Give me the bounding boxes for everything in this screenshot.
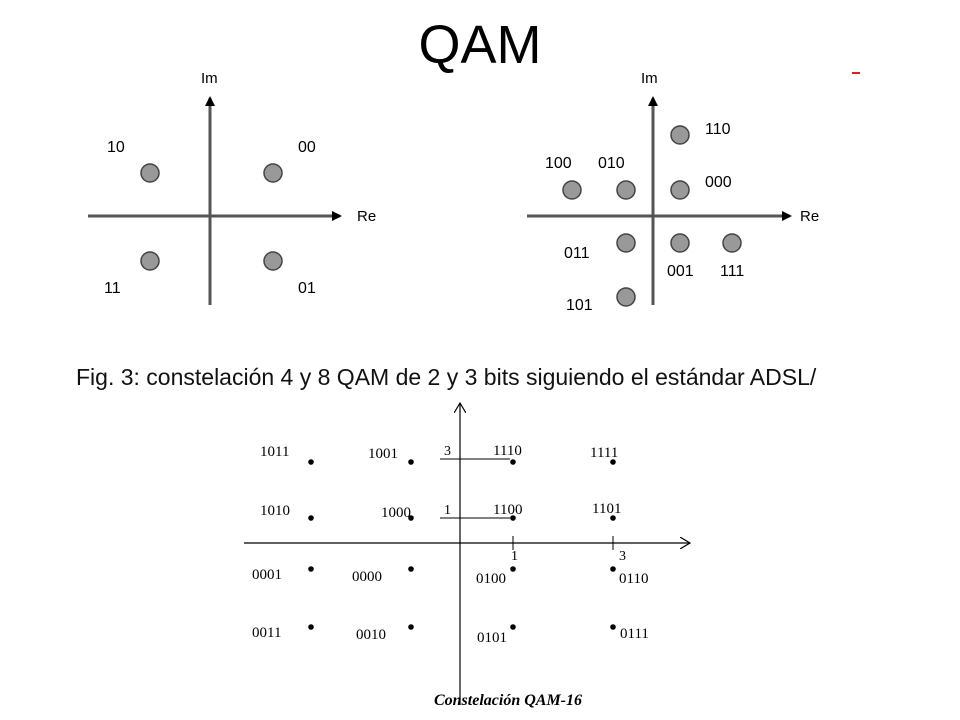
qam16-point-label: 0101 [477, 630, 507, 646]
qam16-point-label: 0000 [352, 569, 382, 585]
qam16-point [610, 624, 616, 630]
qam16-point-label: 1100 [493, 502, 522, 518]
qam16-point-label: 0110 [619, 571, 648, 587]
qam16-point [510, 459, 516, 465]
qam16-point [408, 459, 414, 465]
qam8-point [616, 287, 636, 307]
qam16-point-label: 1001 [368, 446, 398, 462]
qam16-point [308, 566, 314, 572]
slide-title: QAM [418, 15, 542, 75]
qam16-point-label: 0001 [252, 567, 282, 583]
qam16-point [610, 459, 616, 465]
qam16-point-label: 0010 [356, 627, 386, 643]
qam16-point-label: 0011 [252, 625, 281, 641]
qam8-point-label: 101 [566, 297, 593, 314]
qam16-point [408, 515, 414, 521]
qam16-x-tick-3-label: 3 [619, 549, 626, 564]
qam8-point-label: 111 [720, 263, 744, 280]
qam16-point [610, 515, 616, 521]
qam4-point-label: 00 [298, 139, 316, 156]
qam8-point [670, 233, 690, 253]
qam16-point-label: 1010 [260, 503, 290, 519]
qam16-point-label: 1111 [590, 445, 618, 461]
red-dash-mark [852, 72, 860, 74]
qam16-caption: Constelación QAM-16 [433, 692, 582, 709]
qam8-point [616, 180, 636, 200]
qam4-x-axis-label: Re [357, 208, 376, 225]
qam8-point [562, 180, 582, 200]
qam16-point-label: 1110 [493, 443, 522, 459]
qam16-point [510, 515, 516, 521]
qam8-x-axis-label: Re [800, 208, 819, 225]
qam4-point [140, 163, 160, 183]
qam16-diagram: 3 1 1 3 1011 1001 1110 1111 1010 1000 11… [244, 403, 690, 705]
qam16-point-label: 1000 [381, 505, 411, 521]
qam4-point-label: 10 [107, 139, 125, 156]
qam16-y-tick-1-label: 1 [444, 503, 451, 518]
qam16-y-tick-3-label: 3 [444, 444, 451, 459]
qam16-point [308, 515, 314, 521]
qam4-point [140, 251, 160, 271]
qam8-point-label: 001 [667, 263, 694, 280]
qam8-point [670, 125, 690, 145]
qam16-point-label: 1011 [260, 444, 289, 460]
qam8-point-label: 100 [545, 155, 572, 172]
qam16-point [408, 624, 414, 630]
qam16-x-tick-1-label: 1 [511, 549, 518, 564]
qam8-diagram: Re Im 110 100 010 000 011 001 111 101 [527, 70, 819, 314]
qam4-point [263, 251, 283, 271]
qam4-point-label: 01 [298, 280, 316, 297]
qam16-point [510, 566, 516, 572]
qam16-point [610, 566, 616, 572]
qam8-point [670, 180, 690, 200]
qam16-point [308, 624, 314, 630]
qam16-point [408, 566, 414, 572]
qam8-point [722, 233, 742, 253]
qam8-point-label: 010 [598, 155, 625, 172]
qam8-point [616, 233, 636, 253]
qam16-point-label: 0111 [620, 626, 649, 642]
figure-caption: Fig. 3: constelación 4 y 8 QAM de 2 y 3 … [76, 364, 817, 390]
qam16-point [510, 624, 516, 630]
qam8-y-axis-label: Im [641, 70, 658, 87]
qam8-point-label: 000 [705, 174, 732, 191]
qam16-point [308, 459, 314, 465]
qam4-point [263, 163, 283, 183]
qam16-point-label: 1101 [592, 501, 621, 517]
qam4-diagram: Re Im 10 00 11 01 [88, 70, 376, 305]
qam4-y-axis-label: Im [201, 70, 218, 87]
qam16-point-label: 0100 [476, 571, 506, 587]
qam8-point-label: 011 [564, 245, 590, 262]
qam4-point-label: 11 [104, 280, 121, 297]
qam8-point-label: 110 [705, 121, 731, 138]
